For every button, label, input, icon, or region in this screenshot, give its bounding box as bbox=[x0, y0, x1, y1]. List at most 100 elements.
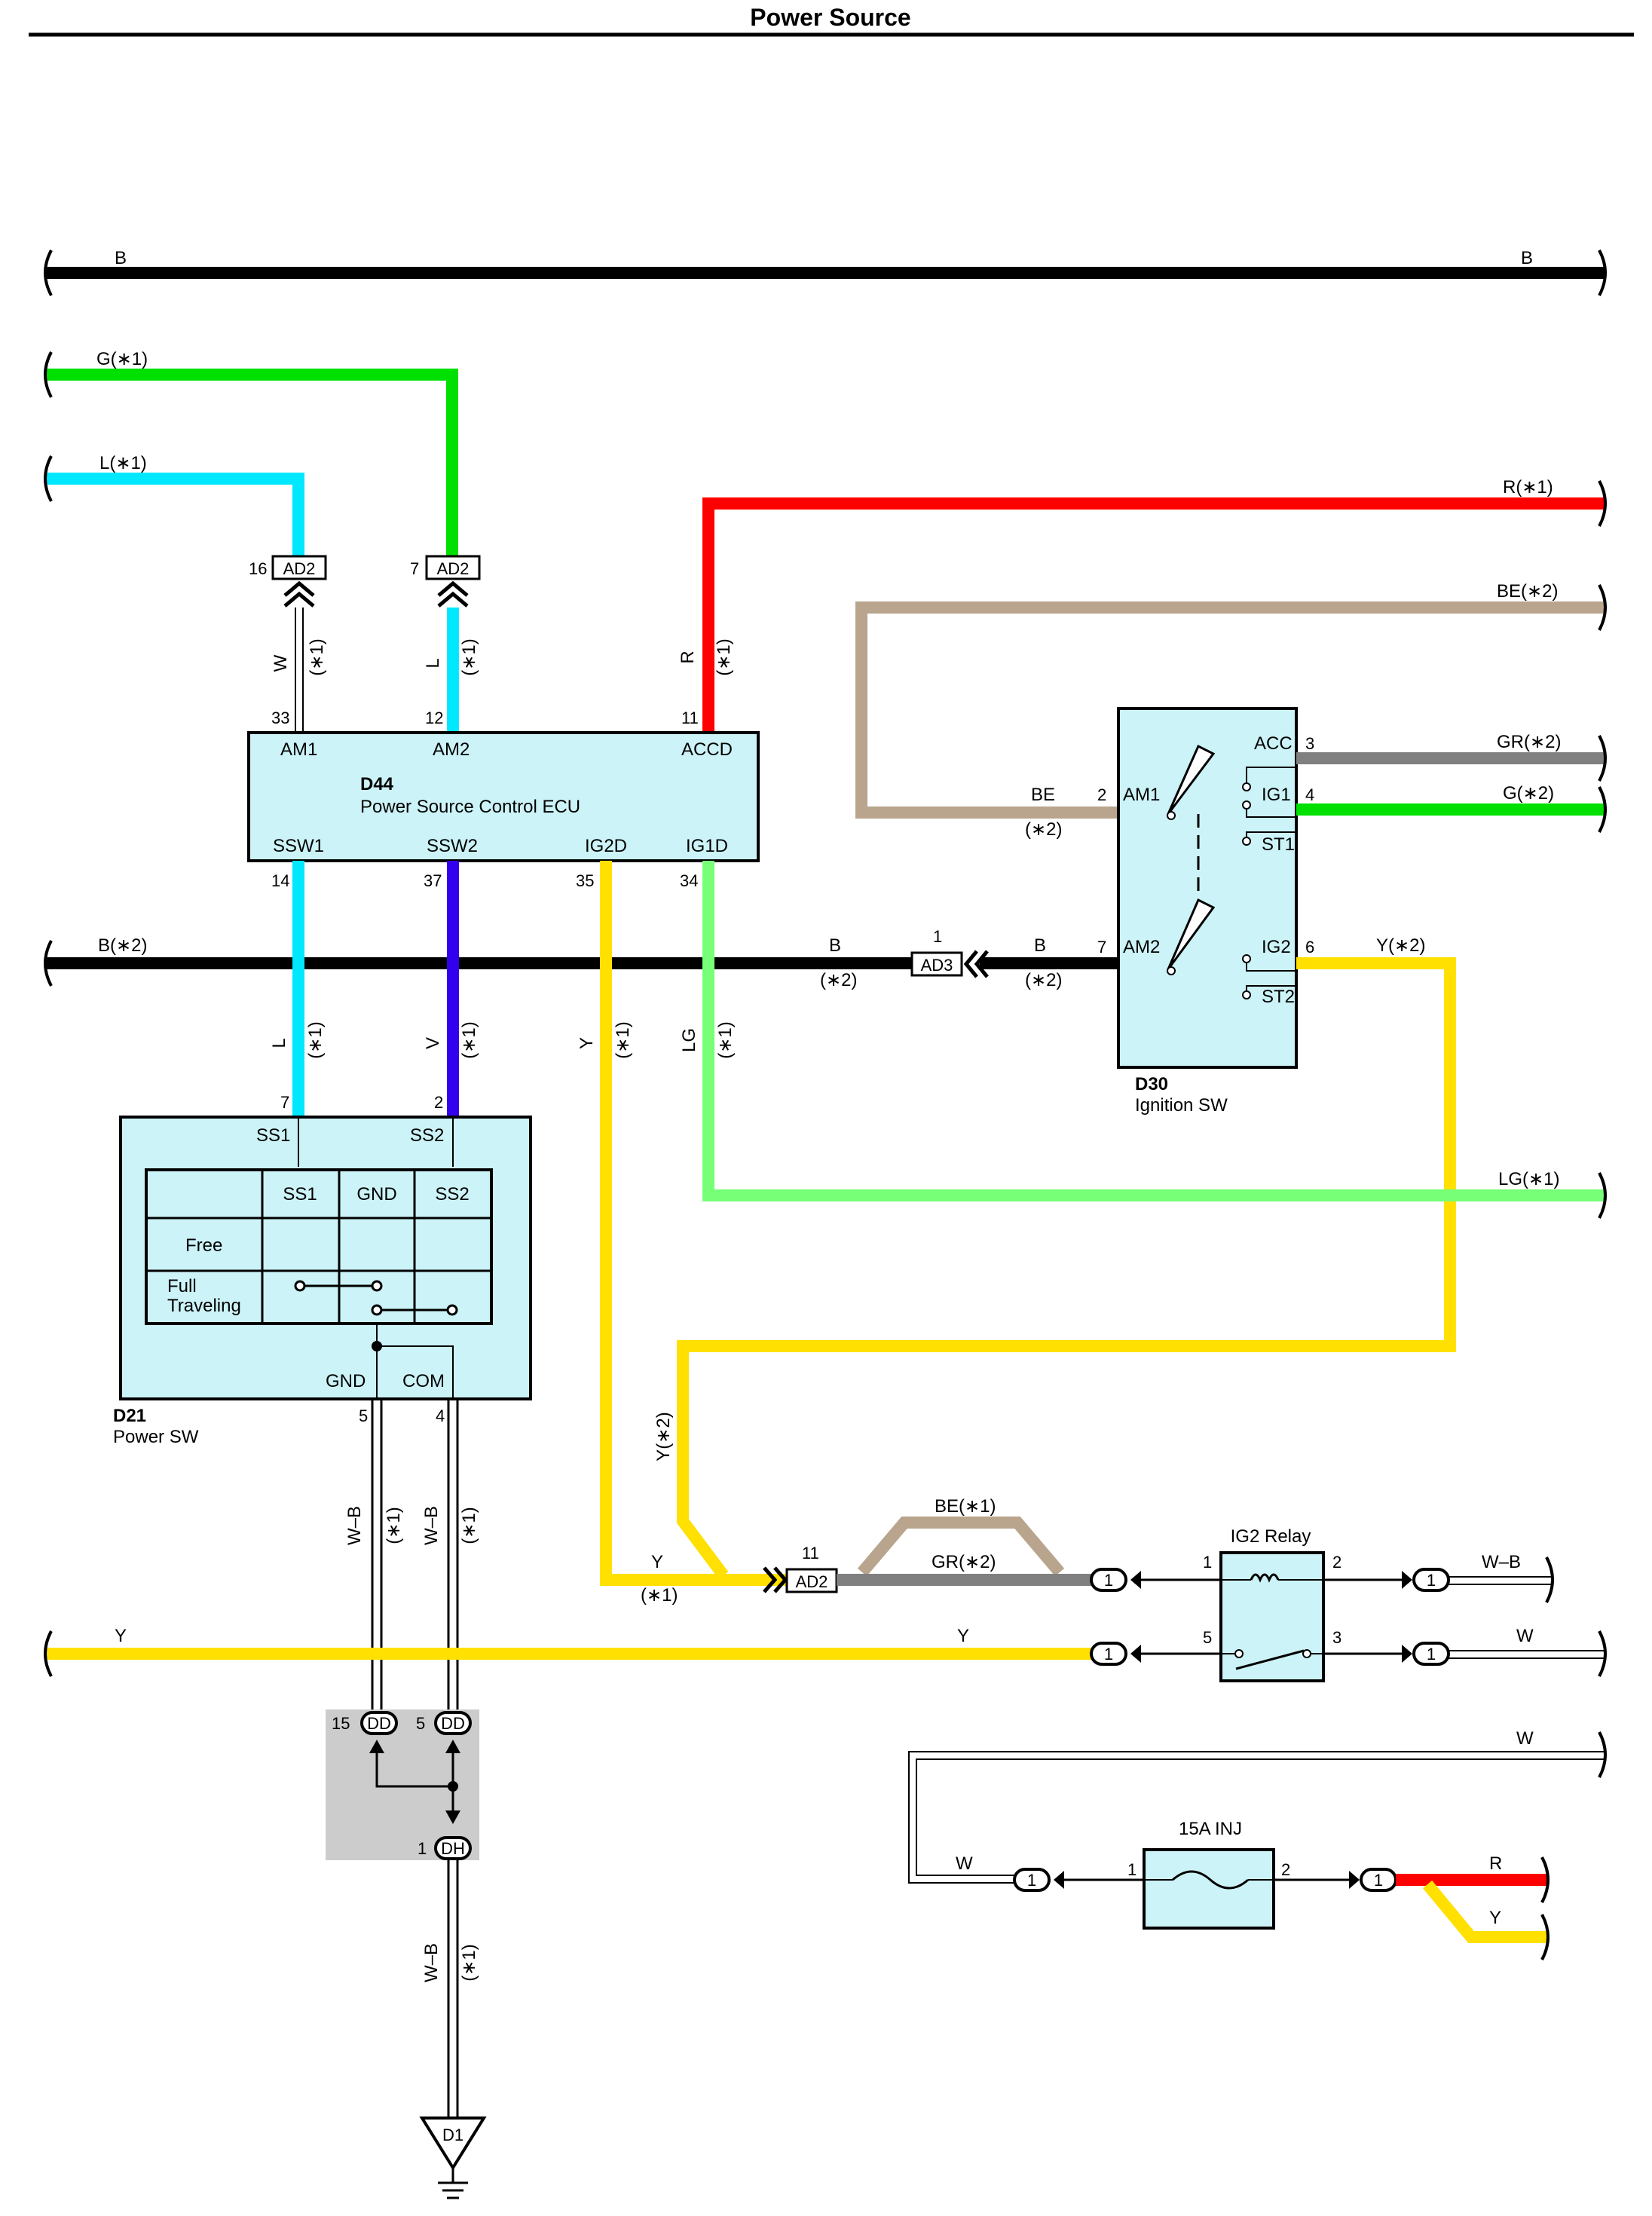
connector-1-b: 1 bbox=[1090, 1642, 1141, 1666]
svg-text:2: 2 bbox=[1097, 785, 1106, 804]
vert-note-y: (∗1) bbox=[613, 1021, 633, 1058]
svg-text:DH: DH bbox=[441, 1839, 465, 1858]
svg-text:33: 33 bbox=[271, 709, 289, 727]
svg-text:11: 11 bbox=[802, 1544, 819, 1563]
wire-note-y-ad2: (∗1) bbox=[641, 1585, 678, 1605]
connector-ad2-left: AD2 16 bbox=[249, 555, 327, 608]
wire-v-ssw2: V (∗1) bbox=[423, 861, 479, 1117]
ig2-relay: IG2 Relay 1 2 5 3 bbox=[1203, 1526, 1341, 1682]
svg-text:Free: Free bbox=[185, 1235, 222, 1256]
svg-text:1: 1 bbox=[1427, 1645, 1436, 1664]
ground-junction-block: DD 15 DD 5 DH 1 bbox=[326, 1709, 479, 1860]
svg-text:1: 1 bbox=[1104, 1645, 1113, 1664]
svg-text:SSW2: SSW2 bbox=[427, 836, 478, 856]
svg-text:7: 7 bbox=[1097, 938, 1106, 956]
vert-label-l-d21: L bbox=[269, 1038, 289, 1048]
svg-text:4: 4 bbox=[436, 1406, 445, 1425]
wire-l-ssw1: L (∗1) bbox=[269, 861, 326, 1117]
wire-b-top: B B bbox=[44, 248, 1607, 296]
svg-text:DD: DD bbox=[367, 1714, 391, 1733]
wire-label-b-left: B bbox=[115, 248, 127, 268]
wire-wb-gnd: W–B (∗1) bbox=[344, 1399, 404, 1711]
vert-label-y2: Y(∗2) bbox=[653, 1412, 674, 1461]
svg-text:35: 35 bbox=[576, 871, 594, 890]
power-switch-name: Power SW bbox=[113, 1427, 199, 1447]
wire-wb-ground: W–B (∗1) bbox=[421, 1859, 479, 2118]
svg-text:COM: COM bbox=[402, 1371, 445, 1391]
svg-text:1: 1 bbox=[1027, 1871, 1036, 1890]
ecu-name: Power Source Control ECU bbox=[360, 797, 580, 817]
svg-text:1: 1 bbox=[1104, 1571, 1113, 1590]
vert-note-wb3: (∗1) bbox=[459, 1944, 479, 1981]
svg-text:1: 1 bbox=[1203, 1553, 1212, 1572]
svg-text:15: 15 bbox=[332, 1714, 350, 1733]
svg-text:D1: D1 bbox=[442, 2126, 463, 2144]
wire-note-be-am1: (∗2) bbox=[1025, 819, 1062, 840]
svg-text:SSW1: SSW1 bbox=[273, 836, 324, 856]
wire-l1: L(∗1) bbox=[44, 453, 304, 564]
wire-label-y2-right: Y(∗2) bbox=[1376, 935, 1425, 956]
svg-text:3: 3 bbox=[1305, 734, 1314, 753]
svg-text:AM2: AM2 bbox=[433, 739, 470, 760]
svg-text:7: 7 bbox=[410, 559, 419, 578]
connector-ad2-bottom: AD2 11 bbox=[763, 1544, 838, 1593]
svg-text:AD2: AD2 bbox=[437, 559, 470, 578]
wire-label-wb-out: W–B bbox=[1482, 1552, 1521, 1572]
svg-text:14: 14 bbox=[271, 871, 289, 890]
power-switch-d21: 7 2 SS1 SS2 SS1 GND SS2 Free Full Travel… bbox=[113, 1093, 532, 1447]
svg-text:AM2: AM2 bbox=[1123, 937, 1160, 957]
connector-ad3: AD3 1 bbox=[910, 927, 989, 978]
svg-text:1: 1 bbox=[418, 1839, 427, 1858]
wire-w-am1: W (∗1) bbox=[271, 608, 327, 733]
wire-note-b-mid: (∗2) bbox=[820, 970, 857, 990]
wire-label-be2: BE(∗2) bbox=[1497, 581, 1558, 601]
svg-text:DD: DD bbox=[441, 1714, 465, 1733]
svg-text:ST1: ST1 bbox=[1262, 834, 1295, 855]
svg-text:AM1: AM1 bbox=[1123, 785, 1160, 805]
svg-text:SS2: SS2 bbox=[410, 1125, 444, 1146]
svg-text:5: 5 bbox=[359, 1406, 368, 1425]
wire-label-g1: G(∗1) bbox=[96, 349, 148, 369]
wire-gr2: GR(∗2) bbox=[1296, 732, 1607, 782]
svg-text:IG2: IG2 bbox=[1262, 937, 1291, 957]
svg-text:5: 5 bbox=[1203, 1628, 1212, 1647]
svg-text:1: 1 bbox=[933, 927, 942, 946]
relay-name: IG2 Relay bbox=[1231, 1526, 1311, 1547]
ignition-switch-d30: AM1 AM2 ACC IG1 ST1 IG2 ST2 2 7 3 4 6 D3… bbox=[1097, 707, 1314, 1116]
wire-wb-com: W–B (∗1) bbox=[421, 1399, 479, 1711]
wire-y-out: Y bbox=[1422, 1880, 1550, 1960]
wire-label-be1: BE(∗1) bbox=[935, 1496, 996, 1517]
wire-label-lg1: LG(∗1) bbox=[1498, 1169, 1559, 1189]
vert-label-y: Y bbox=[577, 1037, 597, 1049]
ignition-code: D30 bbox=[1135, 1074, 1168, 1094]
wire-r1: R(∗1) R (∗1) bbox=[678, 477, 1607, 733]
vert-note-w: (∗1) bbox=[307, 638, 327, 675]
wire-label-gr2-mid: GR(∗2) bbox=[932, 1552, 996, 1572]
wire-y-ig2d: Y (∗1) Y (∗1) bbox=[577, 861, 788, 1605]
svg-text:1: 1 bbox=[1427, 1571, 1436, 1590]
wire-label-g2: G(∗2) bbox=[1503, 783, 1554, 803]
svg-text:ACC: ACC bbox=[1254, 733, 1293, 754]
wire-g2: G(∗2) bbox=[1296, 783, 1607, 833]
svg-text:AD2: AD2 bbox=[796, 1572, 828, 1591]
wire-label-y-ad2: Y bbox=[651, 1552, 663, 1572]
svg-text:IG2D: IG2D bbox=[585, 836, 627, 856]
wire-g1: G(∗1) bbox=[44, 349, 458, 564]
svg-text:5: 5 bbox=[416, 1714, 425, 1733]
wire-l-am2: L (∗1) bbox=[423, 608, 479, 733]
wire-label-w-out: W bbox=[1516, 1626, 1534, 1646]
wire-label-y-out: Y bbox=[1489, 1908, 1501, 1928]
ignition-name: Ignition SW bbox=[1135, 1095, 1228, 1116]
svg-text:7: 7 bbox=[280, 1093, 289, 1112]
svg-text:37: 37 bbox=[424, 871, 442, 890]
wire-label-b-ig: B bbox=[1034, 935, 1046, 956]
connector-1-a: 1 bbox=[1090, 1568, 1141, 1592]
wire-w-loop: W W bbox=[908, 1728, 1607, 1884]
vert-note-wb1: (∗1) bbox=[384, 1507, 404, 1544]
wire-label-r1: R(∗1) bbox=[1503, 477, 1553, 497]
svg-text:34: 34 bbox=[680, 871, 698, 890]
wire-y2-ig2: Y(∗2) Y(∗2) bbox=[653, 935, 1456, 1579]
vert-label-wb3: W–B bbox=[421, 1943, 442, 1982]
vert-note-r: (∗1) bbox=[714, 638, 734, 675]
